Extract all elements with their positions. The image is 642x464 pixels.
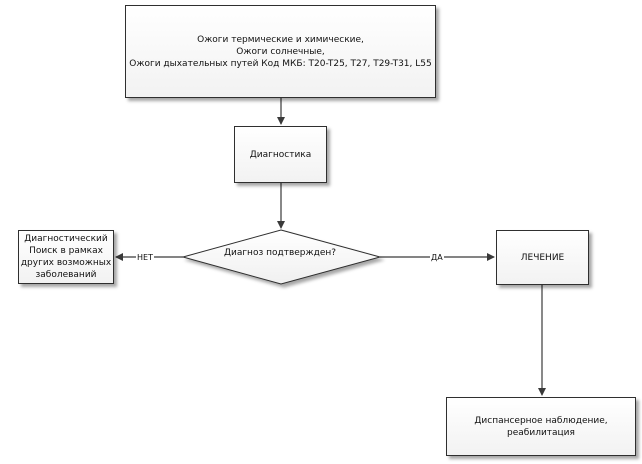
alternative-line3: других возможных [20, 258, 112, 268]
followup-line2: реабилитация [507, 427, 575, 438]
alternative-line1: Диагностический [24, 234, 108, 244]
followup-line1: Диспансерное наблюдение, [474, 415, 608, 426]
treatment-node: ЛЕЧЕНИЕ [496, 230, 589, 285]
edge-label-no: НЕТ [136, 253, 154, 263]
diagnostics-node-label: Диагностика [249, 149, 312, 160]
alternative-line2: Поиск в рамках [29, 246, 103, 256]
start-node-line3: Ожоги дыхательных путей Код МКБ: T20-T25… [129, 58, 432, 69]
start-node: Ожоги термические и химические, Ожоги со… [125, 5, 436, 98]
start-node-line2: Ожоги солнечные, [236, 46, 325, 57]
edge-label-yes: ДА [430, 253, 444, 263]
alternative-search-node: Диагностический Поиск в рамках других во… [18, 230, 114, 284]
followup-node: Диспансерное наблюдение, реабилитация [446, 397, 636, 456]
decision-diamond [181, 229, 382, 285]
diagnostics-node: Диагностика [234, 126, 327, 183]
treatment-node-label: ЛЕЧЕНИЕ [520, 252, 565, 263]
alternative-line4: заболеваний [35, 270, 97, 280]
start-node-line1: Ожоги термические и химические, [197, 34, 364, 45]
decision-label: Диагноз подтвержден? [223, 248, 337, 258]
